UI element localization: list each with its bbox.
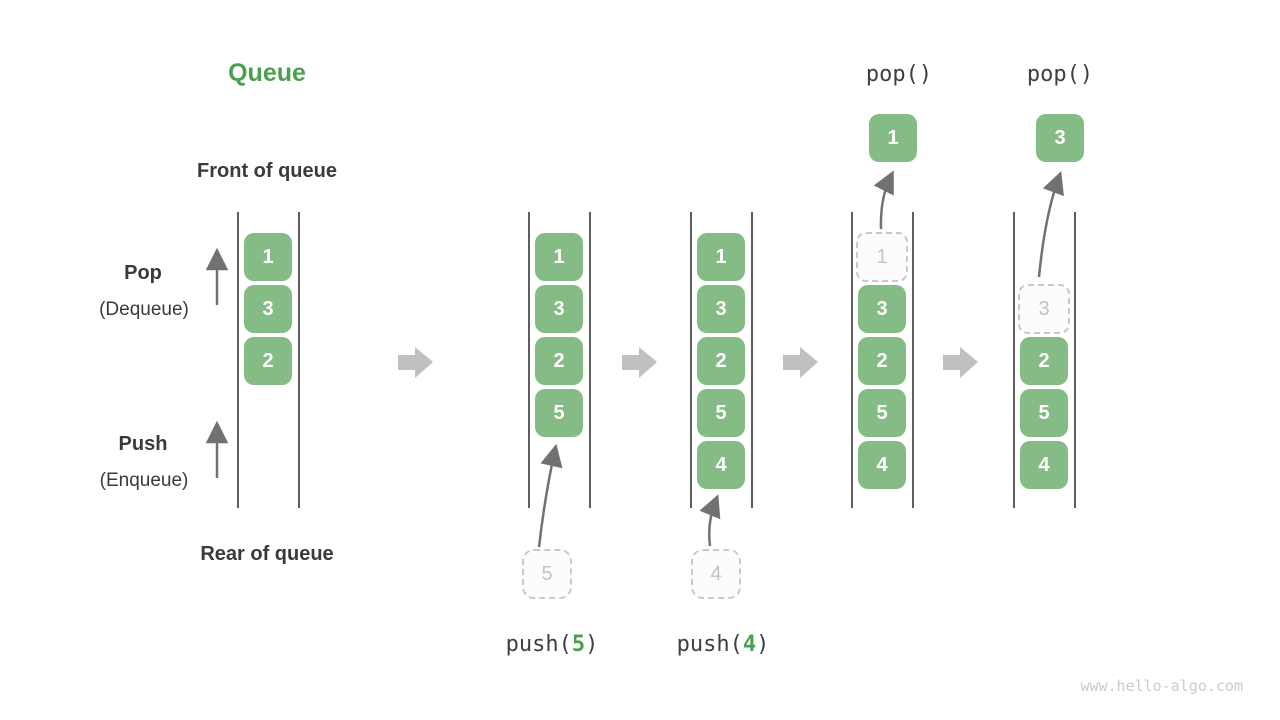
flow-right-block-arrow-icon: [398, 347, 433, 378]
front-of-queue-label: Front of queue: [197, 160, 337, 182]
queue-wall: [851, 212, 853, 508]
queue-cell: 1: [244, 233, 292, 281]
flow-right-block-arrow-icon: [943, 347, 978, 378]
queue-wall: [1074, 212, 1076, 508]
push-call-label: push(4): [677, 632, 770, 657]
pop-call-label: pop(): [865, 62, 933, 87]
queue-cell: 5: [858, 389, 906, 437]
queue-cell: 5: [1020, 389, 1068, 437]
queue-cell: 4: [1020, 441, 1068, 489]
diagram-title: Queue: [228, 59, 306, 87]
staging-element: 4: [691, 549, 741, 599]
queue-cell: 3: [858, 285, 906, 333]
enqueue-label: (Enqueue): [99, 470, 189, 491]
push-5-arrow-icon: [537, 443, 563, 548]
queue-wall: [912, 212, 914, 508]
pop-3-arrow-icon: [1037, 171, 1064, 278]
push-call-label: push(5): [506, 632, 599, 657]
queue-cell: 2: [1020, 337, 1068, 385]
pop-label: Pop: [124, 262, 162, 284]
queue-cell: 2: [697, 337, 745, 385]
queue-cell: 1: [535, 233, 583, 281]
queue-cell-removed: 3: [1018, 284, 1070, 334]
queue-wall: [589, 212, 591, 508]
queue-cell: 4: [697, 441, 745, 489]
queue-cell-removed: 1: [856, 232, 908, 282]
queue-cell: 2: [858, 337, 906, 385]
queue-cell: 2: [535, 337, 583, 385]
popped-element: 1: [869, 114, 917, 162]
push-4-arrow-icon: [699, 494, 721, 547]
popped-element: 3: [1036, 114, 1084, 162]
queue-cell: 5: [535, 389, 583, 437]
queue-cell: 4: [858, 441, 906, 489]
flow-right-block-arrow-icon: [783, 347, 818, 378]
push-call-suffix: ): [585, 632, 599, 657]
queue-cell: 3: [244, 285, 292, 333]
flow-right-block-arrow-icon: [622, 347, 657, 378]
queue-wall: [751, 212, 753, 508]
push-call-prefix: push(: [505, 632, 572, 657]
queue-cell: 5: [697, 389, 745, 437]
dequeue-label: (Dequeue): [99, 299, 189, 320]
queue-cell: 2: [244, 337, 292, 385]
push-call-suffix: ): [756, 632, 770, 657]
queue-cell: 1: [697, 233, 745, 281]
queue-cell: 3: [697, 285, 745, 333]
queue-wall: [528, 212, 530, 508]
queue-wall: [237, 212, 239, 508]
push-call-prefix: push(: [676, 632, 743, 657]
push-call-arg: 5: [571, 632, 586, 657]
push-label: Push: [118, 433, 168, 455]
pop-1-arrow-icon: [873, 170, 894, 230]
pop-call-label: pop(): [1026, 62, 1094, 87]
watermark: www.hello-algo.com: [1080, 677, 1243, 695]
rear-of-queue-label: Rear of queue: [200, 543, 334, 565]
queue-cell: 3: [535, 285, 583, 333]
staging-element: 5: [522, 549, 572, 599]
queue-wall: [690, 212, 692, 508]
queue-wall: [1013, 212, 1015, 508]
queue-wall: [298, 212, 300, 508]
push-call-arg: 4: [742, 632, 757, 657]
